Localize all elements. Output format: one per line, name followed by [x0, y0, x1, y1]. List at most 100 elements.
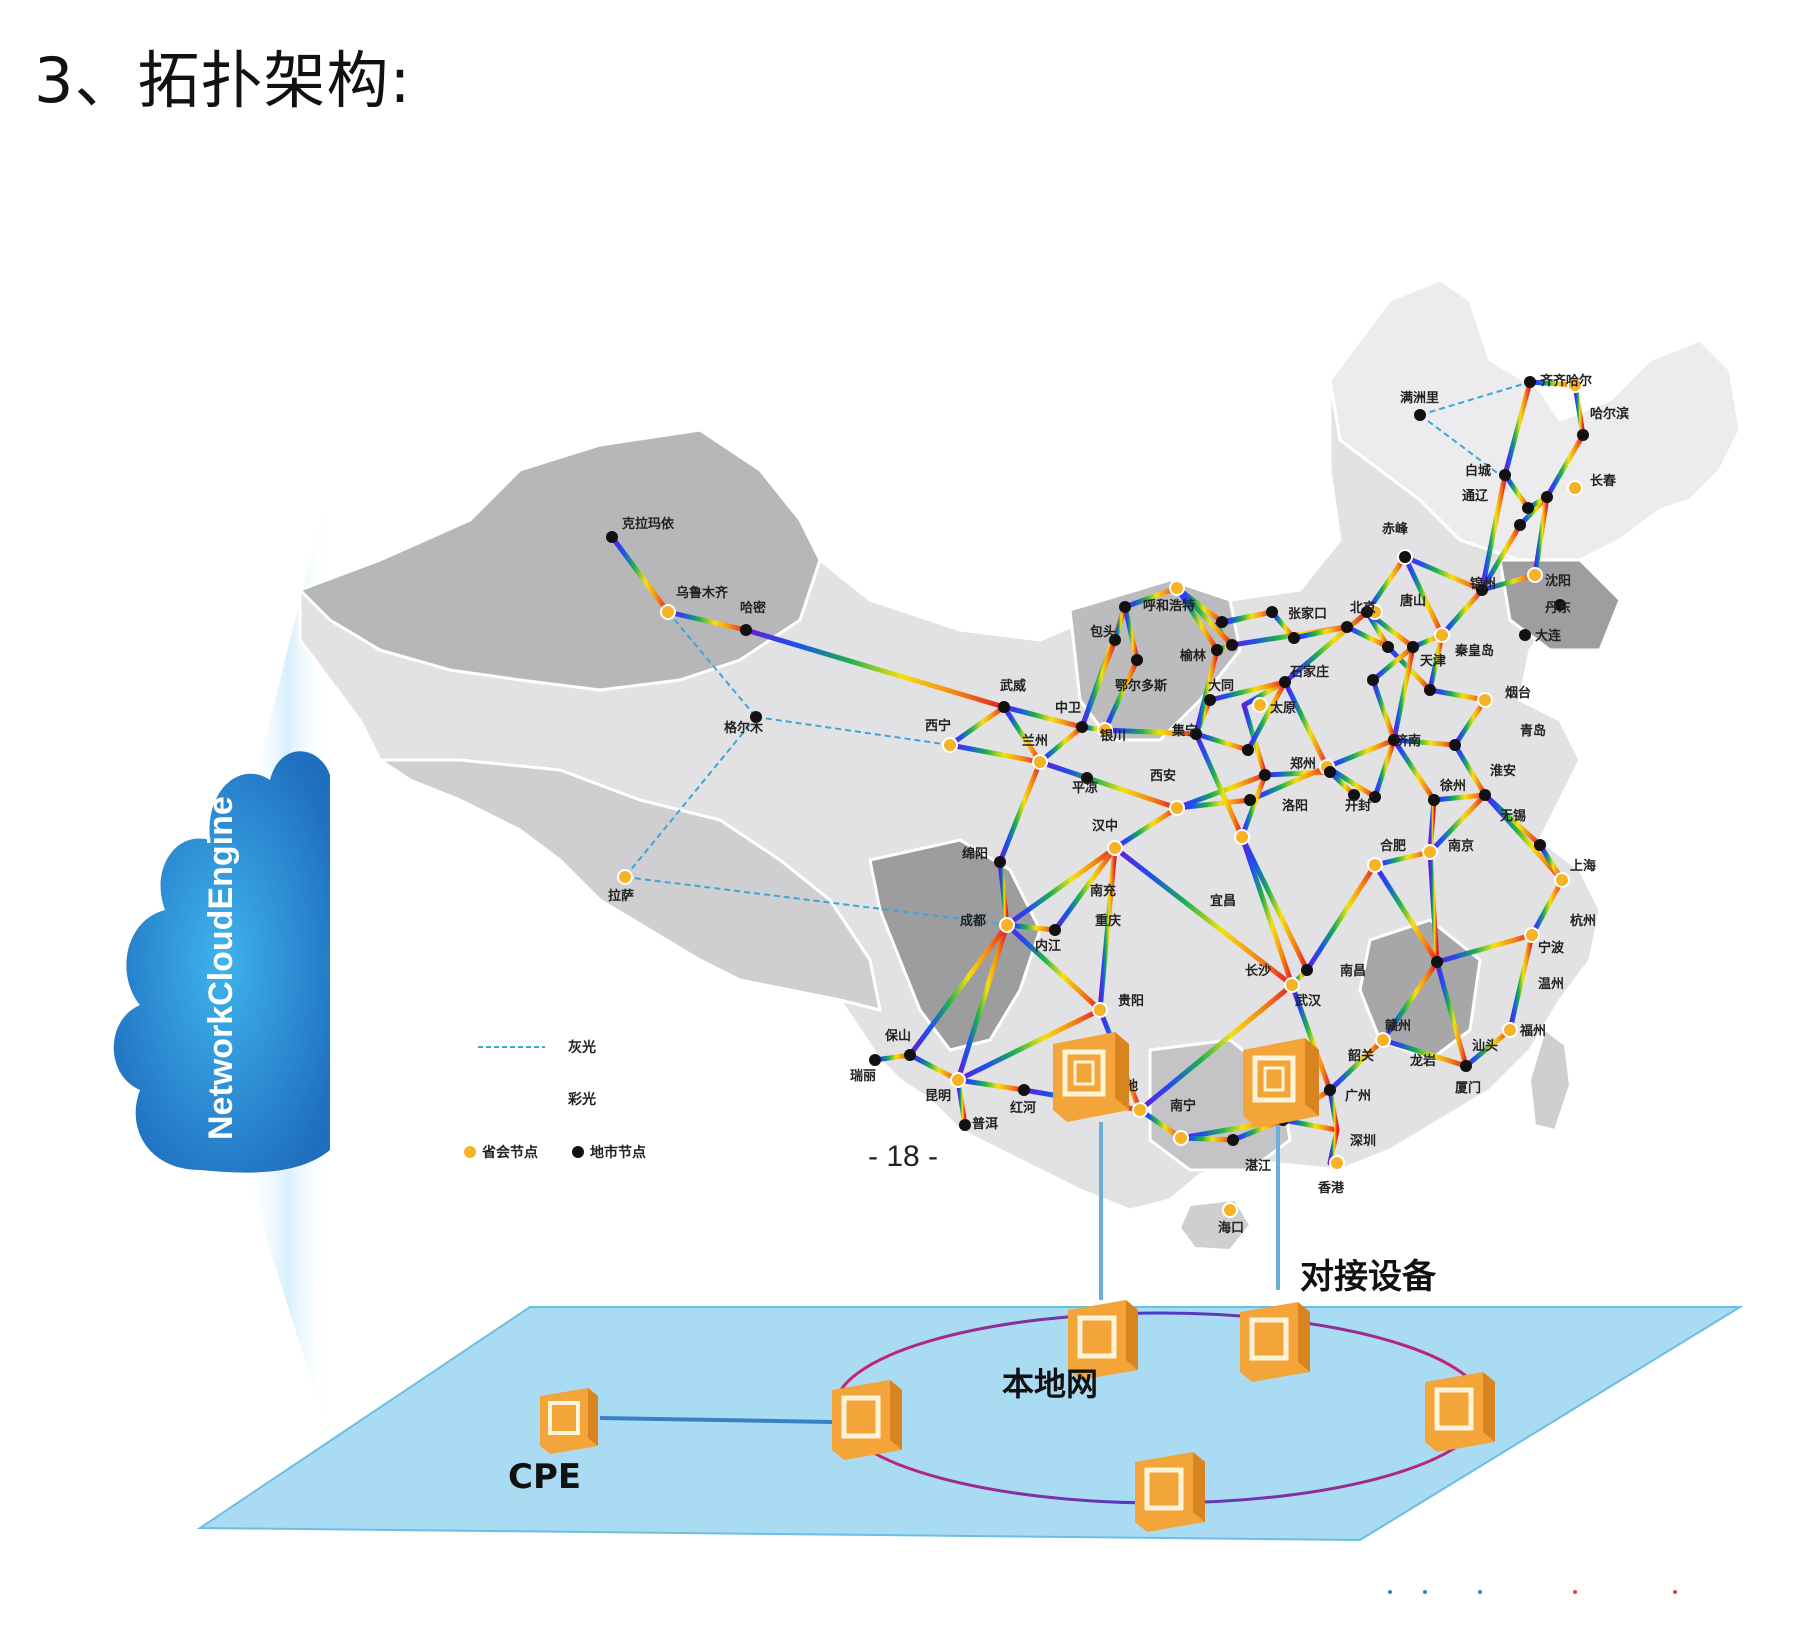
- docking-device-1: [1053, 1032, 1129, 1122]
- svg-text:丹东: 丹东: [1545, 600, 1571, 616]
- vertical-uplinks: [1099, 1122, 1280, 1300]
- svg-text:昆明: 昆明: [925, 1088, 951, 1104]
- svg-text:大同: 大同: [1208, 678, 1234, 694]
- ring-device-left: [832, 1380, 902, 1460]
- svg-text:天津: 天津: [1420, 653, 1446, 669]
- svg-text:沈阳: 沈阳: [1545, 573, 1571, 589]
- svg-text:宁波: 宁波: [1538, 940, 1565, 956]
- ring-device-right: [1425, 1372, 1495, 1452]
- svg-text:内江: 内江: [1035, 938, 1061, 954]
- svg-text:齐齐哈尔: 齐齐哈尔: [1540, 373, 1592, 389]
- svg-text:龙岩: 龙岩: [1410, 1053, 1436, 1069]
- svg-text:格尔木: 格尔木: [724, 720, 764, 736]
- svg-text:宜昌: 宜昌: [1210, 893, 1236, 909]
- svg-text:张家口: 张家口: [1288, 606, 1327, 622]
- svg-text:汕头: 汕头: [1472, 1038, 1498, 1054]
- svg-text:长沙: 长沙: [1245, 963, 1271, 979]
- china-map: [297, 278, 1742, 1252]
- svg-text:上海: 上海: [1570, 858, 1596, 874]
- svg-text:湛江: 湛江: [1245, 1158, 1271, 1174]
- svg-text:贵阳: 贵阳: [1118, 993, 1144, 1009]
- local-network-plane: [196, 1306, 1744, 1542]
- devices: [540, 1032, 1495, 1532]
- legend-city-text: 地市节点: [590, 1144, 646, 1161]
- svg-text:海口: 海口: [1218, 1220, 1244, 1236]
- legend-gray-text: 灰光: [568, 1039, 596, 1056]
- svg-text:呼和浩特: 呼和浩特: [1143, 598, 1195, 614]
- svg-text:赤峰: 赤峰: [1382, 521, 1409, 537]
- svg-text:合肥: 合肥: [1380, 838, 1406, 854]
- svg-text:绵阳: 绵阳: [962, 846, 988, 862]
- page-number: - 18 -: [868, 1140, 939, 1173]
- svg-text:鄂尔多斯: 鄂尔多斯: [1115, 678, 1167, 694]
- svg-text:银川: 银川: [1100, 728, 1126, 744]
- svg-text:太原: 太原: [1269, 700, 1296, 716]
- legend-province-text: 省会节点: [481, 1144, 538, 1161]
- svg-text:成都: 成都: [960, 913, 986, 929]
- svg-text:集宁: 集宁: [1171, 723, 1198, 739]
- svg-text:南京: 南京: [1448, 838, 1474, 854]
- svg-text:烟台: 烟台: [1505, 685, 1531, 701]
- svg-text:无锡: 无锡: [1499, 808, 1526, 824]
- svg-text:红河: 红河: [1010, 1100, 1036, 1116]
- city-nodes: [606, 376, 1589, 1146]
- svg-text:乌鲁木齐: 乌鲁木齐: [676, 585, 729, 601]
- svg-text:南充: 南充: [1090, 883, 1116, 899]
- docking-device-label: 对接设备: [1300, 1257, 1437, 1297]
- svg-text:南昌: 南昌: [1340, 963, 1366, 979]
- svg-text:重庆: 重庆: [1095, 913, 1121, 929]
- cpe-uplink: [599, 1416, 833, 1424]
- legend: 灰光 彩光 省会节点 地市节点: [464, 1039, 646, 1161]
- province-nodes: [617, 377, 1583, 1218]
- bottom-decor-dots: [1388, 1590, 1677, 1594]
- svg-text:济南: 济南: [1395, 733, 1421, 749]
- svg-text:哈密: 哈密: [740, 600, 766, 616]
- svg-text:武威: 武威: [1000, 678, 1026, 694]
- svg-text:韶关: 韶关: [1348, 1048, 1374, 1064]
- svg-text:郑州: 郑州: [1290, 756, 1316, 772]
- svg-text:保山: 保山: [884, 1028, 911, 1044]
- svg-text:石家庄: 石家庄: [1289, 664, 1329, 680]
- svg-text:克拉玛依: 克拉玛依: [622, 516, 675, 532]
- svg-text:普洱: 普洱: [972, 1116, 998, 1132]
- svg-text:南宁: 南宁: [1170, 1098, 1196, 1114]
- page-title: 3、拓扑架构:: [34, 44, 412, 117]
- svg-text:兰州: 兰州: [1022, 733, 1048, 749]
- svg-text:中卫: 中卫: [1055, 700, 1081, 716]
- legend-province-dot: [464, 1146, 476, 1158]
- ring-device-top-right: [1240, 1302, 1310, 1382]
- svg-text:拉萨: 拉萨: [608, 888, 634, 904]
- svg-text:西宁: 西宁: [925, 718, 951, 734]
- svg-text:锦州: 锦州: [1470, 576, 1496, 592]
- svg-text:秦皇岛: 秦皇岛: [1454, 643, 1494, 659]
- svg-text:赣州: 赣州: [1385, 1018, 1411, 1034]
- gray-light-links: [624, 381, 1531, 926]
- svg-text:洛阳: 洛阳: [1282, 798, 1308, 814]
- svg-text:通辽: 通辽: [1462, 488, 1489, 504]
- svg-text:哈尔滨: 哈尔滨: [1590, 406, 1629, 422]
- svg-text:平凉: 平凉: [1072, 780, 1098, 796]
- svg-text:广州: 广州: [1345, 1088, 1371, 1104]
- ring-device-bottom: [1135, 1452, 1205, 1532]
- cpe-device: [540, 1388, 598, 1454]
- cpe-label: CPE: [508, 1457, 581, 1497]
- svg-text:徐州: 徐州: [1439, 778, 1466, 794]
- svg-text:唐山: 唐山: [1400, 593, 1426, 609]
- svg-text:福州: 福州: [1519, 1023, 1546, 1039]
- svg-text:长春: 长春: [1590, 473, 1617, 489]
- svg-text:白城: 白城: [1465, 463, 1491, 479]
- svg-text:大连: 大连: [1535, 628, 1562, 644]
- legend-city-dot: [572, 1146, 584, 1158]
- svg-text:香港: 香港: [1317, 1180, 1345, 1196]
- svg-text:武汉: 武汉: [1295, 993, 1322, 1009]
- local-network-label: 本地网: [1002, 1365, 1098, 1403]
- svg-text:北京: 北京: [1350, 600, 1376, 616]
- network-cloud-engine-logo: NetworkCloudEngine: [113, 751, 330, 1173]
- brand-text: NetworkCloudEngine: [202, 796, 240, 1140]
- svg-text:开封: 开封: [1345, 798, 1371, 814]
- svg-text:榆林: 榆林: [1180, 648, 1206, 664]
- city-labels: 克拉玛依 乌鲁木齐 哈密 格尔木 拉萨 西宁 武威 兰州 中卫 银川 平凉 包头…: [608, 373, 1629, 1236]
- svg-text:满洲里: 满洲里: [1400, 390, 1439, 406]
- svg-text:厦门: 厦门: [1455, 1080, 1481, 1096]
